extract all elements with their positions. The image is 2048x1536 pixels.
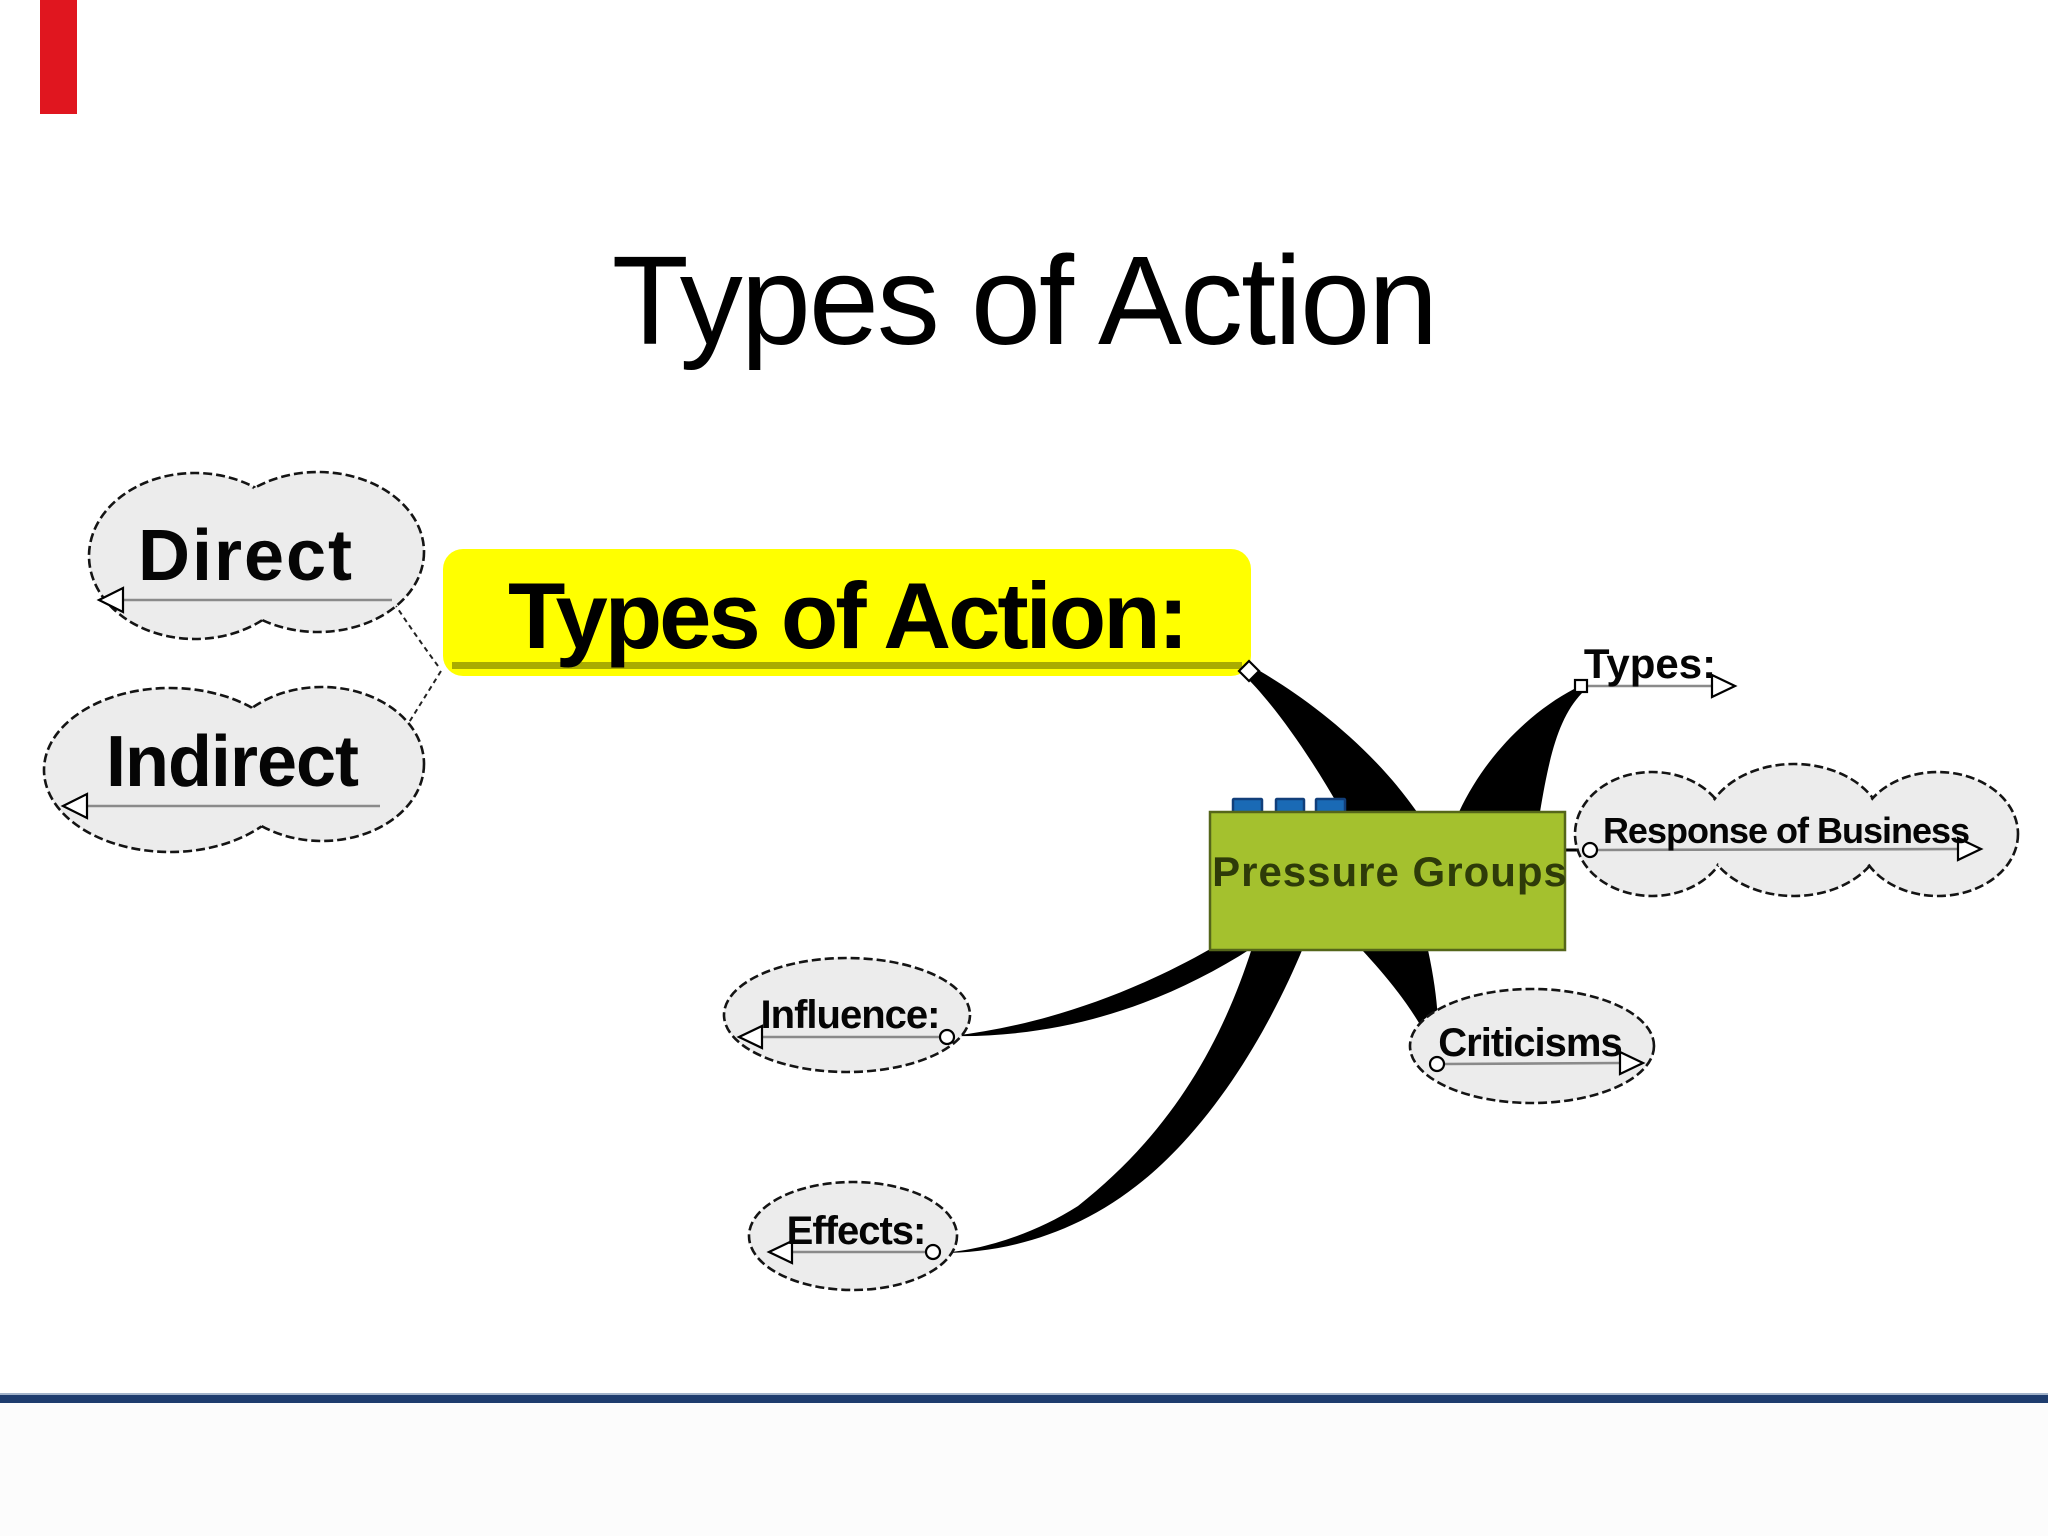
branch-to-types-of-action	[1243, 666, 1417, 812]
types-arrow-icon	[1710, 673, 1738, 699]
node-criticisms[interactable]: Criticisms	[1408, 987, 1656, 1105]
criticisms-arrow-icon	[1618, 1050, 1646, 1076]
node-influence[interactable]: Influence:	[722, 956, 972, 1074]
node-response-of-business[interactable]: Response of Business	[1573, 762, 2020, 898]
response-label: Response of Business	[1603, 810, 1969, 851]
node-types-of-action[interactable]: Types of Action:	[443, 549, 1261, 683]
effects-label: Effects:	[787, 1209, 926, 1253]
influence-arrow-icon	[736, 1024, 764, 1050]
page-title: Types of Action	[611, 230, 1439, 371]
types-label: Types:	[1584, 640, 1716, 687]
footer-divider	[0, 1393, 2048, 1403]
circle-connector-icon	[924, 1243, 942, 1261]
circle-connector-icon	[1428, 1055, 1446, 1073]
node-indirect[interactable]: Indirect	[42, 685, 426, 854]
red-accent-bar	[40, 0, 77, 114]
node-types[interactable]: Types:	[1573, 640, 1738, 699]
connector-indirect	[378, 670, 442, 801]
direct-label: Direct	[138, 516, 354, 596]
response-arrow-shaft	[1596, 847, 1959, 852]
branch-to-criticisms	[1362, 950, 1439, 1057]
node-direct[interactable]: Direct	[87, 470, 426, 641]
influence-label: Influence:	[761, 993, 940, 1037]
diamond-connector-icon	[1237, 659, 1261, 683]
indirect-label: Indirect	[106, 722, 359, 802]
direct-arrow-icon	[96, 586, 125, 614]
branch-to-effects	[941, 948, 1303, 1253]
square-connector-icon	[1573, 678, 1589, 694]
circle-connector-icon	[1581, 841, 1599, 859]
node-pressure-groups[interactable]: Pressure Groups	[1208, 797, 1568, 952]
indirect-arrow-icon	[60, 792, 89, 820]
branch-to-influence	[952, 948, 1252, 1037]
criticisms-arrow-shaft	[1443, 1061, 1621, 1066]
branch-to-types	[1459, 689, 1582, 812]
response-arrow-icon	[1956, 836, 1984, 862]
circle-connector-icon	[938, 1028, 956, 1046]
footer-area	[0, 1403, 2048, 1536]
branch-lines	[941, 666, 1584, 1253]
pressure-groups-label: Pressure Groups	[1212, 848, 1568, 895]
types-of-action-label: Types of Action:	[508, 563, 1186, 668]
node-effects[interactable]: Effects:	[747, 1180, 959, 1292]
effects-arrow-icon	[766, 1239, 794, 1265]
criticisms-label: Criticisms	[1438, 1021, 1621, 1065]
connector-direct	[395, 605, 439, 667]
